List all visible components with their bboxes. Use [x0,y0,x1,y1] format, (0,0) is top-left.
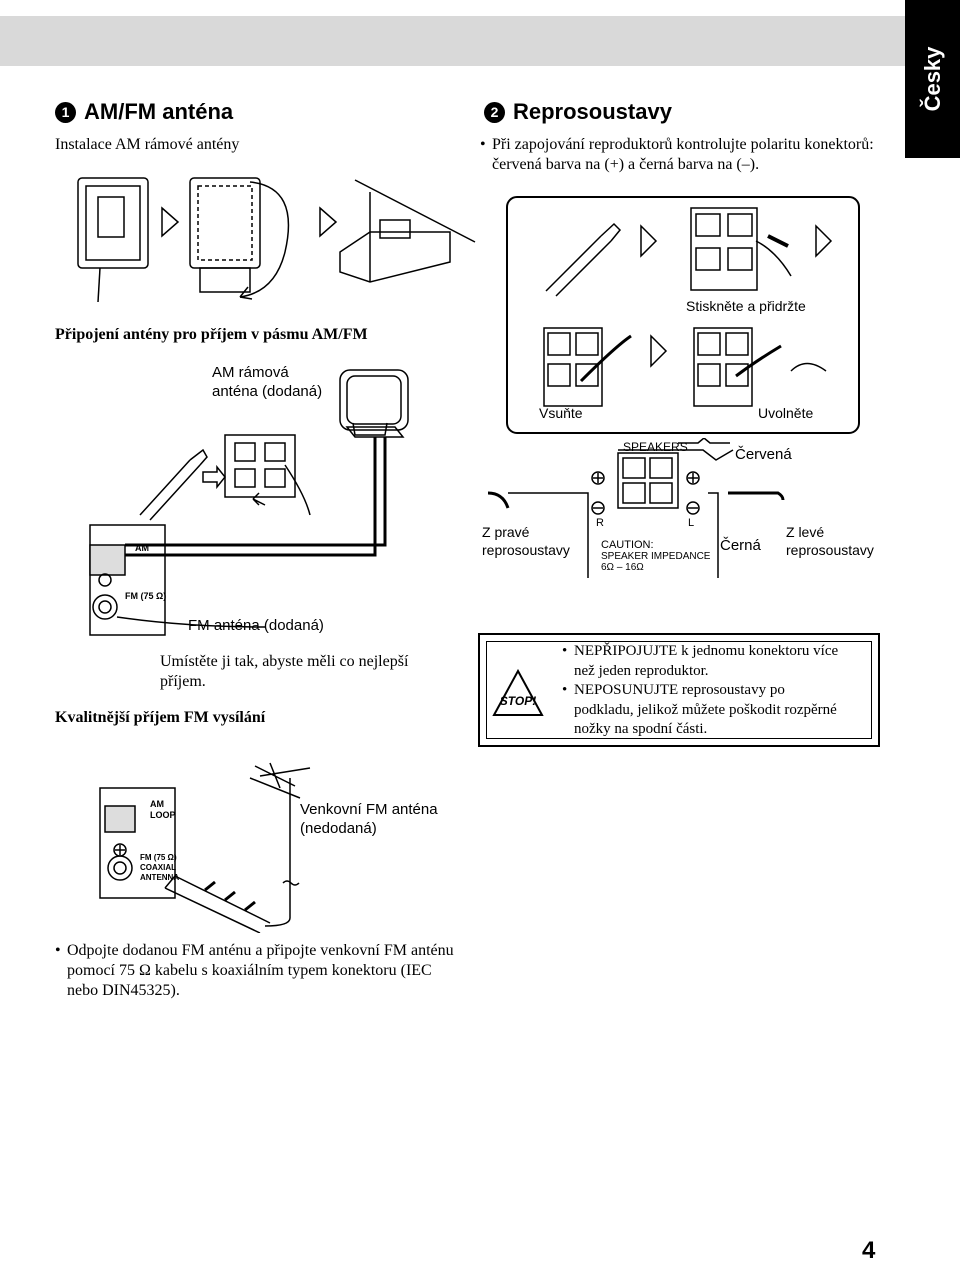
section2-number: 2 [484,101,505,123]
coaxial-mark-2: COAXIAL [140,863,176,872]
r-mark: R [596,517,604,529]
caution-line-1: CAUTION: [601,539,654,551]
caution-list: NEPŘIPOJUJTE k jednomu konektoru vícenež… [562,642,872,740]
language-tab: Česky [905,0,960,158]
fm-mark-1: FM (75 Ω) [125,591,166,601]
insert-label: Vsuňte [539,405,583,421]
right-speaker-label: Z pravé reprosoustavy [482,524,570,558]
speaker-terminal-panel: SPEAKERS R L CAUTION: SPEAKER IMPEDANCE … [487,438,785,578]
fm-antenna-label: FM anténa (dodaná) [188,617,324,634]
section1-heading: 1 AM/FM anténa [55,99,233,125]
am-loop-mark-2: AM [150,799,164,809]
section1-title: AM/FM anténa [84,99,234,124]
caution-box: STOP! NEPŘIPOJUJTE k jednomu konektoru v… [478,633,880,747]
connect-heading: Připojení antény pro příjem v pásmu AM/F… [55,326,368,343]
release-label: Uvolněte [758,405,813,421]
left-speaker-label: Z levé reprosoustavy [786,524,874,558]
section2-title: Reprosoustavy [513,99,672,124]
outdoor-antenna-note: Odpojte dodanou FM anténu a připojte ven… [55,941,475,1001]
page-number: 4 [862,1237,876,1264]
better-reception-heading: Kvalitnější příjem FM vysílání [55,709,266,726]
caution-line-2: SPEAKER IMPEDANCE [601,551,711,562]
am-antenna-label: AM rámová anténa (dodaná) [212,364,323,400]
svg-text:STOP!: STOP! [500,694,536,708]
speakers-label: SPEAKERS [623,440,688,454]
black-label: Černá [720,537,761,554]
speaker-procedure-box: Stiskněte a přidržte Vsuňte Uvolněte [506,196,860,434]
fm-placement-note: Umístěte ji tak, abyste měli co nejlepší… [160,653,409,690]
caution-item-1: NEPŘIPOJUJTE k jednomu konektoru vícenež… [562,642,872,681]
caution-line-3: 6Ω – 16Ω [601,562,644,573]
press-hold-label: Stiskněte a přidržte [686,298,806,314]
stop-icon: STOP! [492,669,544,716]
section1-subtitle: Instalace AM rámové antény [55,136,240,153]
fm-mark-2: FM (75 Ω) [140,853,177,862]
section2-heading: 2 Reprosoustavy [484,99,672,125]
red-label: Červená [735,446,792,463]
antenna-connection-illustration: AM FM (75 Ω) [89,369,409,636]
l-mark: L [688,517,694,529]
outdoor-antenna-illustration: AM LOOP FM (75 Ω) COAXIAL ANTENNA [99,762,311,933]
section2-note: Při zapojování reproduktorů kontrolujte … [480,135,890,175]
am-loop-mark-1: AM [135,543,149,553]
loop-mark-2: LOOP [150,810,176,820]
outdoor-antenna-label: Venkovní FM anténa (nedodaná) [300,801,438,837]
am-loop-assembly-illustration [77,177,476,303]
header-bar [0,16,905,66]
antenna-mark-2: ANTENNA [140,873,179,882]
section1-number: 1 [55,101,76,123]
